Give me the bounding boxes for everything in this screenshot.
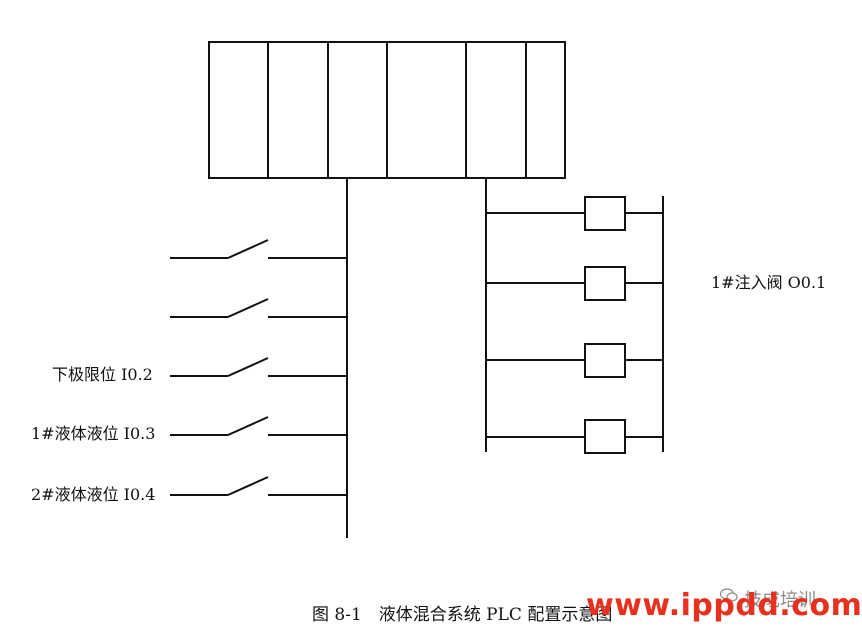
input-switch-liquid1 (170, 416, 347, 436)
label-liquid2-level: 2#液体液位 I0.4 (31, 485, 156, 504)
watermark-brand: 技成培训 (744, 590, 816, 611)
output-coil (486, 419, 663, 454)
input-switch-liquid2 (170, 476, 347, 496)
label-liquid1-level: 1#液体液位 I0.3 (31, 424, 156, 443)
label-lower-limit: 下极限位 I0.2 (52, 365, 153, 384)
figure-caption: 图 8-1 液体混合系统 PLC 配置示意图 (312, 605, 613, 625)
wechat-icon (720, 588, 738, 602)
watermark-site: www.ippdd.com (586, 588, 862, 623)
input-switch-lower-limit (170, 357, 347, 377)
label-valve1: 1#注入阀 O0.1 (711, 273, 827, 292)
output-coil (486, 196, 663, 231)
input-switch (170, 239, 347, 259)
output-coil (486, 343, 663, 378)
input-switch (170, 298, 347, 318)
output-coil-valve1 (486, 266, 663, 301)
